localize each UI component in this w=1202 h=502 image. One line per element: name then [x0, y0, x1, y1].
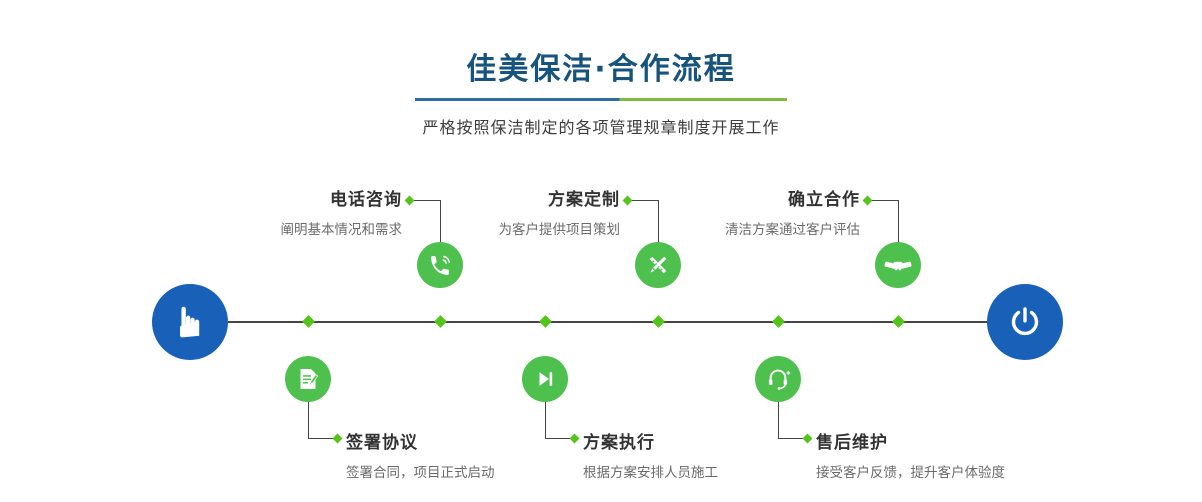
step-node — [285, 356, 331, 402]
connector-vline — [545, 402, 546, 438]
power-icon — [1011, 307, 1039, 336]
step-label: 方案执行 根据方案安排人员施工 — [583, 428, 718, 481]
connector-dot — [862, 195, 873, 206]
contract-icon — [300, 369, 319, 389]
step-node — [875, 242, 921, 288]
timeline-diamond — [301, 315, 315, 328]
connector-dot — [332, 433, 343, 444]
play-icon — [539, 372, 553, 386]
connector-hline — [778, 438, 804, 439]
step-node — [635, 242, 681, 288]
step-desc: 根据方案安排人员施工 — [583, 465, 718, 481]
connector-dot — [569, 433, 580, 444]
step-title: 确立合作 — [788, 190, 860, 210]
timeline-diamond — [771, 315, 785, 328]
connector-hline — [632, 200, 658, 201]
connector-vline — [308, 402, 309, 438]
step-label: 签署协议 签署合同，项目正式启动 — [346, 428, 495, 481]
timeline-diamond — [651, 315, 665, 328]
connector-hline — [308, 438, 334, 439]
connector-vline — [898, 200, 899, 242]
phone-icon — [430, 255, 450, 275]
design-tools-icon — [650, 256, 667, 273]
step-title: 方案定制 — [548, 190, 620, 210]
step-desc: 签署合同，项目正式启动 — [346, 465, 495, 481]
step-node — [417, 242, 463, 288]
page-title: 佳美保洁·合作流程 — [466, 52, 736, 87]
step-label: 电话咨询 阐明基本情况和需求 — [281, 185, 403, 238]
page-subtitle: 严格按照保洁制定的各项管理规章制度开展工作 — [422, 118, 780, 137]
step-title: 方案执行 — [583, 433, 655, 453]
step-label: 售后维护 接受客户反馈，提升客户体验度 — [816, 428, 1005, 481]
connector-hline — [414, 200, 440, 201]
timeline-diamond — [891, 315, 905, 328]
step-desc: 阐明基本情况和需求 — [280, 222, 403, 238]
step-label: 方案定制 为客户提供项目策划 — [499, 185, 621, 238]
step-desc: 为客户提供项目策划 — [498, 222, 621, 238]
connector-dot — [404, 195, 415, 206]
connector-vline — [778, 402, 779, 438]
step-title: 电话咨询 — [330, 190, 402, 210]
timeline-line — [228, 321, 987, 323]
handshake-icon — [884, 261, 912, 271]
timeline-end-node — [987, 284, 1063, 360]
connector-dot — [802, 433, 813, 444]
timeline-diamond — [538, 315, 552, 328]
step-desc: 接受客户反馈，提升客户体验度 — [816, 465, 1005, 481]
hand-pointer-icon: ☛ — [165, 303, 214, 341]
step-node — [522, 356, 568, 402]
step-title: 售后维护 — [816, 433, 888, 453]
title-underline — [415, 98, 787, 101]
timeline-start-node: ☛ — [152, 284, 228, 360]
headset-icon — [768, 369, 791, 390]
section-header: 佳美保洁·合作流程 严格按照保洁制定的各项管理规章制度开展工作 — [0, 0, 1202, 138]
connector-hline — [545, 438, 571, 439]
connector-vline — [658, 200, 659, 242]
step-title: 签署协议 — [346, 433, 418, 453]
step-label: 确立合作 清洁方案通过客户评估 — [725, 185, 860, 238]
step-node — [755, 356, 801, 402]
step-desc: 清洁方案通过客户评估 — [725, 222, 860, 238]
connector-hline — [872, 200, 898, 201]
connector-dot — [622, 195, 633, 206]
timeline-diamond — [433, 315, 447, 328]
connector-vline — [440, 200, 441, 242]
